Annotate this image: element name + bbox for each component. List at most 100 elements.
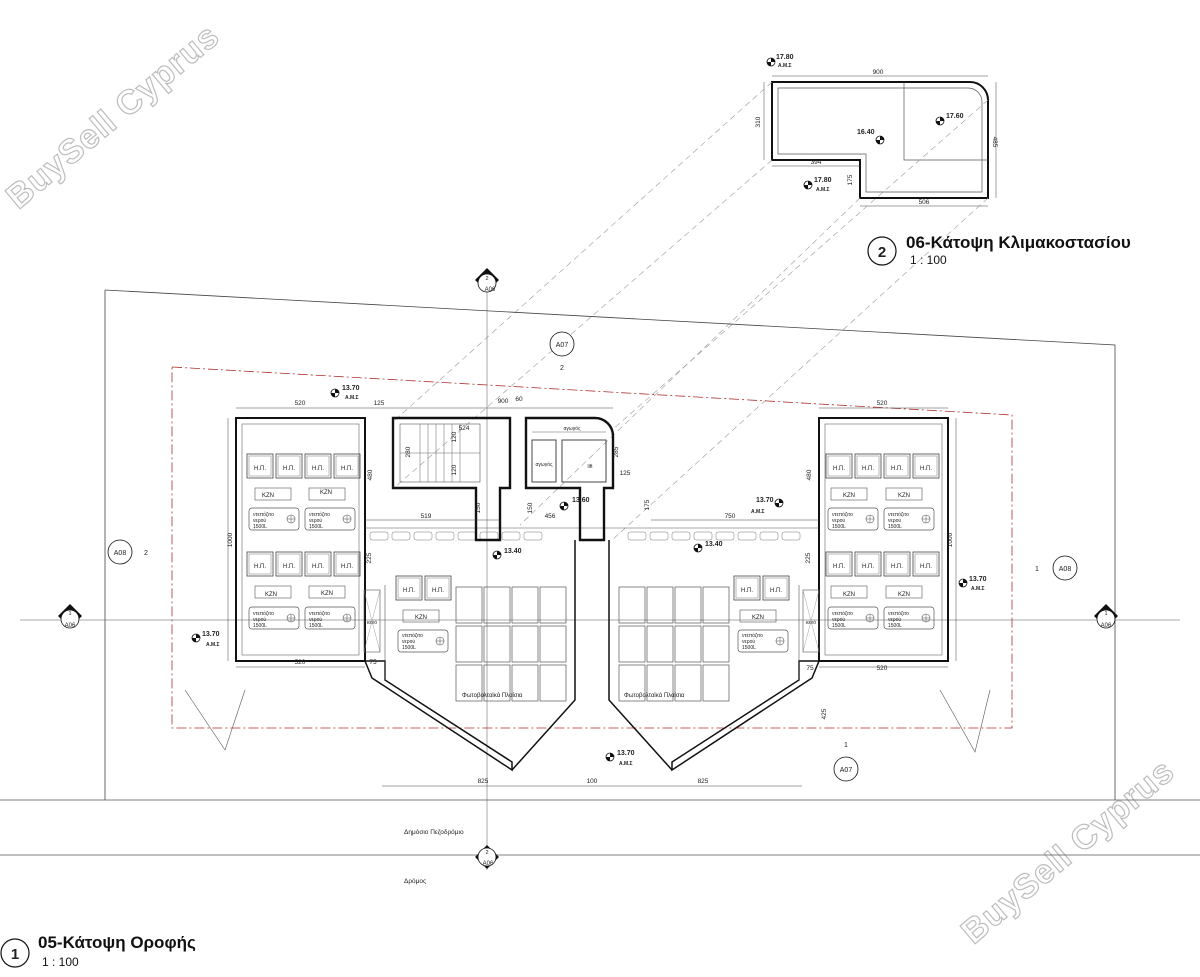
svg-text:13.40: 13.40 (705, 541, 723, 548)
level-top-left: 17.80 (776, 54, 794, 61)
dim-485: 485 (991, 137, 998, 148)
svg-text:13.40: 13.40 (504, 548, 522, 555)
svg-text:524: 524 (459, 425, 470, 432)
svg-text:480: 480 (367, 469, 374, 480)
ams-top-left: Α.Μ.Σ (778, 63, 792, 69)
svg-text:KZN: KZN (898, 493, 910, 499)
dim-506: 506 (919, 199, 930, 206)
svg-text:13.70: 13.70 (756, 497, 774, 504)
svg-text:Η.Π.: Η.Π. (254, 466, 266, 472)
site-boundary (104, 289, 1116, 800)
svg-text:2: 2 (485, 850, 488, 856)
watermark-top: BuySell Cyprus (0, 17, 227, 217)
stair-plan: 900 310 485 394 175 506 17.80 Α.Μ.Σ 17.8… (755, 54, 998, 207)
svg-text:Η.Π.: Η.Π. (403, 588, 415, 594)
svg-text:Η.Π.: Η.Π. (432, 588, 444, 594)
svg-text:280: 280 (405, 446, 412, 457)
sidewalk-label: Δημόσιο Πεζοδρόμιο (404, 828, 464, 836)
svg-text:A06: A06 (65, 623, 76, 629)
svg-text:1500L: 1500L (402, 645, 416, 651)
svg-text:ντεπόζιτο: ντεπόζιτο (253, 511, 274, 518)
duct-label-top: αγωγός (564, 425, 582, 432)
svg-text:KZN: KZN (898, 592, 910, 598)
svg-text:125: 125 (620, 470, 631, 477)
level-top-center: 16.40 (857, 129, 875, 136)
svg-text:13.70: 13.70 (969, 576, 987, 583)
svg-text:νερού: νερού (253, 616, 266, 623)
right-unit-labels: Η.Π. Η.Π. Η.Π. Η.Π. Η.Π. Η.Π. Η.Π. Η.Π. … (832, 466, 932, 629)
svg-text:A08: A08 (114, 550, 127, 557)
svg-text:νερού: νερού (253, 517, 266, 524)
svg-text:A06: A06 (485, 287, 496, 293)
svg-text:100: 100 (587, 778, 598, 785)
svg-text:KZN: KZN (843, 592, 855, 598)
svg-text:1000: 1000 (947, 532, 954, 547)
section-markers: 2 A06 A07 2 A08 2 A08 1 1 A06 1 A06 A07 … (58, 268, 1118, 869)
dimension-lines (227, 407, 957, 787)
duct-label: αγωγός (536, 461, 554, 468)
left-unit-roof (235, 417, 366, 662)
level-top-right: 17.60 (946, 113, 964, 120)
svg-text:2: 2 (144, 550, 148, 557)
svg-text:νερού: νερού (402, 638, 415, 645)
svg-text:1500L: 1500L (832, 524, 846, 530)
svg-text:Η.Π.: Η.Π. (341, 466, 353, 472)
svg-text:Η.Π.: Η.Π. (312, 466, 324, 472)
svg-text:1: 1 (844, 742, 848, 749)
svg-text:A06: A06 (483, 861, 494, 867)
svg-text:825: 825 (478, 778, 489, 785)
svg-text:A07: A07 (556, 342, 569, 349)
svg-text:ντεπόζιτο: ντεπόζιτο (253, 610, 274, 617)
svg-text:A08: A08 (1059, 566, 1072, 573)
svg-text:520: 520 (877, 400, 888, 407)
svg-text:1: 1 (1104, 611, 1107, 617)
svg-text:Α.Μ.Σ: Α.Μ.Σ (619, 761, 633, 767)
svg-text:KZN: KZN (320, 490, 332, 496)
svg-text:νερού: νερού (888, 616, 901, 623)
svg-text:519: 519 (421, 513, 432, 520)
svg-text:κενό: κενό (806, 619, 816, 626)
svg-text:13.70: 13.70 (342, 385, 360, 392)
main-title-scale: 1 : 100 (42, 955, 79, 969)
stair-title-number: 2 (878, 244, 886, 261)
svg-text:νερού: νερού (888, 517, 901, 524)
right-unit-roof (818, 417, 949, 662)
svg-text:ντεπόζιτο: ντεπόζιτο (832, 610, 853, 617)
svg-text:Η.Π.: Η.Π. (254, 564, 266, 570)
svg-text:900: 900 (498, 398, 509, 405)
building-line (171, 366, 1013, 729)
svg-text:285: 285 (613, 446, 620, 457)
svg-text:Η.Π.: Η.Π. (770, 588, 782, 594)
svg-text:2: 2 (560, 365, 564, 372)
svg-text:150: 150 (527, 502, 534, 513)
svg-text:ντεπόζιτο: ντεπόζιτο (888, 511, 909, 518)
svg-text:KZN: KZN (321, 591, 333, 597)
svg-text:Α.Μ.Σ: Α.Μ.Σ (751, 509, 765, 515)
svg-text:13.70: 13.70 (617, 750, 635, 757)
svg-text:1500L: 1500L (309, 623, 323, 629)
svg-text:Η.Π.: Η.Π. (283, 466, 295, 472)
svg-text:225: 225 (366, 552, 373, 563)
svg-text:Η.Π.: Η.Π. (283, 564, 295, 570)
ams-top-mid: Α.Μ.Σ (816, 187, 830, 193)
svg-text:1500L: 1500L (888, 524, 902, 530)
svg-text:Η.Π.: Η.Π. (833, 466, 845, 472)
stair-title-scale: 1 : 100 (910, 253, 947, 267)
svg-text:175: 175 (644, 499, 651, 510)
svg-text:75: 75 (806, 665, 814, 672)
svg-text:120: 120 (451, 464, 458, 475)
svg-text:κενό: κενό (367, 619, 377, 626)
svg-text:1: 1 (68, 611, 71, 617)
svg-text:Η.Π.: Η.Π. (891, 564, 903, 570)
svg-text:1500L: 1500L (309, 524, 323, 530)
svg-text:Η.Π.: Η.Π. (341, 564, 353, 570)
svg-text:KZN: KZN (265, 592, 277, 598)
svg-text:Η.Π.: Η.Π. (741, 588, 753, 594)
svg-text:ντεπόζιτο: ντεπόζιτο (742, 632, 763, 639)
level-top-mid: 17.80 (814, 177, 832, 184)
svg-text:825: 825 (698, 778, 709, 785)
svg-text:KZN: KZN (843, 493, 855, 499)
stair-title: 06-Κάτοψη Κλιμακοστασίου (906, 233, 1131, 252)
projection-lines (394, 81, 989, 541)
